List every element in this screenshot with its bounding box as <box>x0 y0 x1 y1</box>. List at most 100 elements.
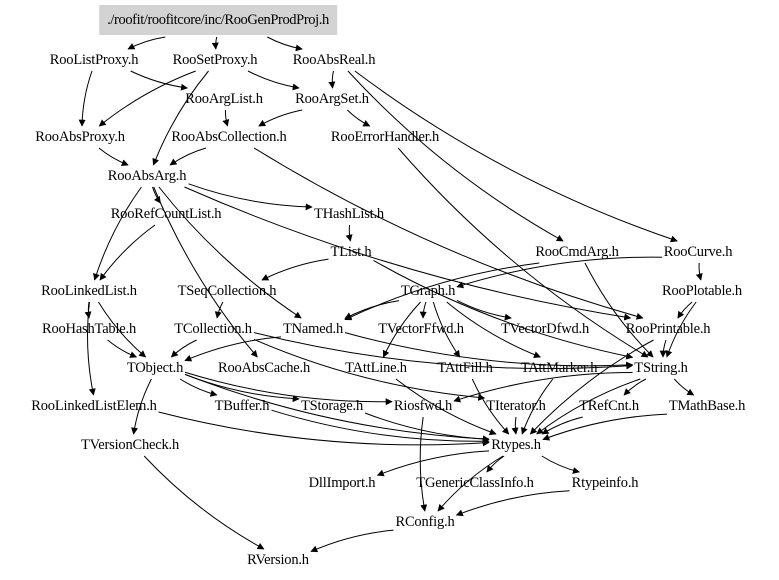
edge-roocurve-to-tgraph <box>456 256 663 289</box>
edge-roosetproxy-to-rooabsproxy <box>98 70 196 127</box>
edge-rooarglist-to-rooabscollection <box>222 109 230 127</box>
node-trefcnt[interactable]: TRefCnt.h <box>579 398 639 414</box>
edge-rooprintable-to-tstring <box>659 339 667 358</box>
node-tgenericclassinfo[interactable]: TGenericClassInfo.h <box>416 475 534 491</box>
node-roosetproxy[interactable]: RooSetProxy.h <box>172 52 258 68</box>
edge-tnamed-to-tstring <box>344 332 634 369</box>
node-thashlist[interactable]: THashList.h <box>314 206 384 222</box>
node-roolinkedlistelem[interactable]: RooLinkedListElem.h <box>31 398 157 414</box>
edge-tobject-to-tbuffer <box>179 378 218 397</box>
edge-tversioncheck-to-rversion <box>143 455 265 550</box>
node-tnamed[interactable]: TNamed.h <box>282 321 344 337</box>
node-root[interactable]: ./roofit/roofitcore/inc/RooGenProdProj.h <box>99 5 337 35</box>
node-rversion[interactable]: RVersion.h <box>247 552 309 568</box>
edge-tnamed-to-tobject <box>184 336 282 362</box>
edge-tattline-to-rtypes <box>395 378 497 436</box>
node-rooabscollection[interactable]: RooAbsCollection.h <box>171 129 287 145</box>
edge-tattmarker-to-rtypes <box>521 378 554 435</box>
node-rconfig[interactable]: RConfig.h <box>395 514 455 530</box>
edge-rooprintable-to-rtypes <box>529 339 654 435</box>
node-rooabscache[interactable]: RooAbsCache.h <box>217 360 311 376</box>
node-tcollection[interactable]: TCollection.h <box>174 321 252 337</box>
node-roocurve[interactable]: RooCurve.h <box>663 244 733 260</box>
edge-rtypeinfo-to-rconfig <box>455 490 570 517</box>
node-rooarglist[interactable]: RooArgList.h <box>185 91 263 107</box>
node-titerator[interactable]: TIterator.h <box>486 398 546 414</box>
node-tvectorffwd[interactable]: TVectorFfwd.h <box>378 321 464 337</box>
node-roocmdarg[interactable]: RooCmdArg.h <box>535 244 619 260</box>
node-rtypes[interactable]: Rtypes.h <box>491 437 541 453</box>
node-tmathbase[interactable]: TMathBase.h <box>668 398 746 414</box>
node-rooerrorhandler[interactable]: RooErrorHandler.h <box>330 129 440 145</box>
node-tattline[interactable]: TAttLine.h <box>345 360 407 376</box>
node-tlist[interactable]: TList.h <box>330 244 372 260</box>
node-tversioncheck[interactable]: TVersionCheck.h <box>80 437 180 453</box>
node-roorefcountlist[interactable]: RooRefCountList.h <box>110 206 222 222</box>
node-riosfwd[interactable]: Riosfwd.h <box>393 398 453 414</box>
edge-rooabsreal-to-rooargset <box>328 70 336 89</box>
node-roolistproxy[interactable]: RooListProxy.h <box>49 52 139 68</box>
edge-roorefcountlist-to-roolinkedlist <box>99 224 156 281</box>
node-tgraph[interactable]: TGraph.h <box>400 283 456 299</box>
edge-tobject-to-riosfwd <box>184 371 393 406</box>
node-rooprintable[interactable]: RooPrintable.h <box>625 321 711 337</box>
node-tseqcollection[interactable]: TSeqCollection.h <box>177 283 277 299</box>
edge-tlist-to-tseqcollection <box>261 258 329 281</box>
edge-root-to-rooabsreal <box>267 36 303 52</box>
edge-rooabsarg-to-roolinkedlist <box>93 186 142 281</box>
edge-rconfig-to-rversion <box>310 529 394 553</box>
node-rooabsarg[interactable]: RooAbsArg.h <box>107 168 187 184</box>
node-tstorage[interactable]: TStorage.h <box>300 398 364 414</box>
node-tattmarker[interactable]: TAttMarker.h <box>520 360 598 376</box>
edge-rooabsarg-to-tnamed <box>158 186 302 319</box>
node-tattfill[interactable]: TAttFill.h <box>437 360 493 376</box>
edge-tobject-to-tversioncheck <box>131 378 152 435</box>
edge-tcollection-to-titerator <box>253 338 486 401</box>
edge-root-to-roolistproxy <box>127 36 166 50</box>
edge-tobject-to-rtypes <box>184 373 490 443</box>
edge-tlist-to-tstring <box>373 259 634 360</box>
edge-rtypes-to-dllimport <box>376 450 490 477</box>
edge-rooabsarg-to-thashlist <box>188 183 313 211</box>
node-tbuffer[interactable]: TBuffer.h <box>214 398 270 414</box>
edge-rooargset-to-rooabscollection <box>258 109 303 127</box>
edge-tcollection-to-tobject <box>170 339 197 358</box>
edge-thashlist-to-tlist <box>345 224 353 242</box>
node-tvectordfwd[interactable]: TVectorDfwd.h <box>501 321 589 337</box>
edge-tstring-to-rtypes <box>536 378 641 435</box>
edge-roocurve-to-rooplotable <box>695 262 703 281</box>
edge-tcollection-to-tstring <box>253 332 634 370</box>
node-dllimport[interactable]: DllImport.h <box>308 475 376 491</box>
edge-rtypes-to-rtypeinfo <box>541 455 580 474</box>
node-rtypeinfo[interactable]: Rtypeinfo.h <box>571 475 639 491</box>
edge-tgraph-to-tattfill <box>432 301 461 358</box>
edge-roolinkedlist-to-tobject <box>98 301 147 358</box>
edge-rooabsreal-to-roocurve <box>354 70 678 243</box>
node-roolinkedlist[interactable]: RooLinkedList.h <box>41 283 137 299</box>
node-rooabsproxy[interactable]: RooAbsProxy.h <box>35 129 125 145</box>
edge-rtypes-to-rconfig <box>437 455 504 512</box>
edge-trefcnt-to-rtypes <box>541 416 583 435</box>
edge-roocmdarg-to-tstring <box>584 262 654 358</box>
node-rooabsreal[interactable]: RooAbsReal.h <box>292 52 376 68</box>
node-rooargset[interactable]: RooArgSet.h <box>295 91 369 107</box>
edge-tbuffer-to-rtypes <box>271 409 490 445</box>
edge-roolinkedlistelem-to-rtypes <box>158 411 490 447</box>
node-rooplotable[interactable]: RooPlotable.h <box>662 283 742 299</box>
node-roohashtable[interactable]: RooHashTable.h <box>41 321 137 337</box>
edge-rooabsarg-to-rooprintable <box>184 186 632 321</box>
edge-tstorage-to-rtypes <box>364 412 490 443</box>
node-tobject[interactable]: TObject.h <box>126 360 184 376</box>
edge-roosetproxy-to-rooabsarg <box>152 70 209 166</box>
edge-tstring-to-tmathbase <box>673 378 695 396</box>
node-tstring[interactable]: TString.h <box>634 360 688 376</box>
edge-rooabscollection-to-rooprintable <box>253 147 644 320</box>
edge-tgraph-to-tattmarker <box>446 301 541 358</box>
edge-rtypes-to-tgenericclassinfo <box>486 455 505 473</box>
edge-rooargset-to-rooerrorhandler <box>346 109 371 127</box>
edge-tgraph-to-tvectordfwd <box>456 299 512 321</box>
edge-tgraph-to-tattline <box>382 301 421 358</box>
edge-roolinkedlist-to-roolinkedlistelem <box>87 301 96 396</box>
